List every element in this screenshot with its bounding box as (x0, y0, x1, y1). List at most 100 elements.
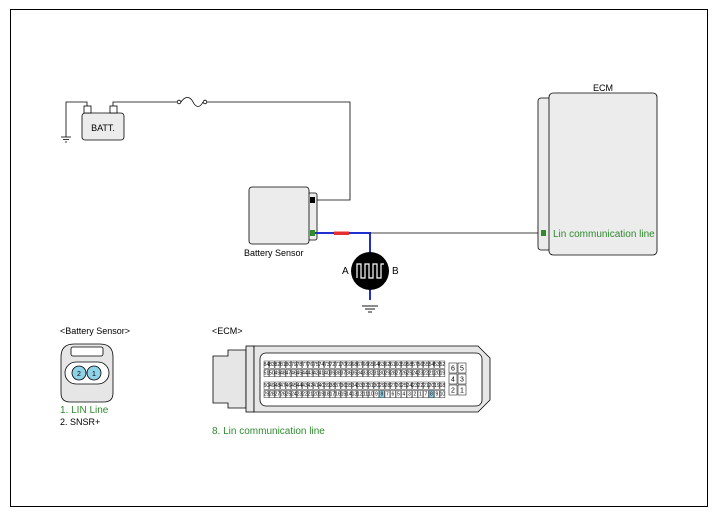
ecm-pin-label: 4 (403, 392, 406, 398)
ecm-pin-cell (390, 369, 396, 377)
ecm-pin-cell (296, 381, 303, 390)
ecm-pin-cell (329, 390, 336, 398)
ecm-pin-label: 26 (396, 383, 402, 389)
ecm-pin-cell (263, 381, 270, 390)
lin-wire-red-segment (334, 231, 349, 235)
ecm-pin-label: 43 (308, 371, 314, 377)
ecm-pin-label: 75 (313, 362, 319, 368)
battery-sensor-label: Battery Sensor (244, 248, 304, 258)
ecm-pin-label: 34 (357, 371, 363, 377)
ecm-pin-label: 55 (423, 362, 429, 368)
ecm-pin-label: 29 (264, 392, 270, 398)
fuse-icon (176, 97, 208, 107)
ecm-pin-label: 7 (425, 392, 428, 398)
ecm-pin-cell (263, 360, 270, 369)
ecm-pin-cell (318, 369, 325, 377)
ecm-pin-cell (384, 390, 391, 398)
ecm-pin-label: 58 (407, 362, 413, 368)
ecm-pin-cell (285, 381, 292, 390)
ecm-pin-label: 41 (319, 371, 325, 377)
ecm-pin-cell (335, 390, 341, 398)
ecm-pin-label: 45 (291, 383, 297, 389)
legend-ecm-pin8: 8. Lin communication line (212, 426, 325, 437)
ecm-pin-label: 69 (346, 362, 352, 368)
ecm-pin-cell (351, 360, 358, 369)
ecm-pin-cell (434, 381, 440, 390)
ecm-pin-cell (285, 360, 292, 369)
ecm-pin-label: 25 (407, 371, 413, 377)
ecm-pin-label: 43 (302, 383, 308, 389)
ecm-pin-cell (406, 369, 413, 377)
ecm-side-pin-label: 4 (451, 377, 455, 384)
ecm-pin-cell (412, 360, 418, 369)
ecm-pin-cell (379, 390, 385, 398)
ecm-pin-cell (302, 369, 308, 377)
ecm-pin-cell (329, 360, 336, 369)
ecm-pin-label: 18 (440, 383, 446, 389)
ecm-pin-label: 80 (286, 362, 292, 368)
ecm-pin-label: 20 (434, 371, 440, 377)
probe-label-a: A (342, 266, 349, 277)
ecm-pin-cell (318, 360, 325, 369)
ecm-pin-label: 27 (275, 392, 281, 398)
ecm-pin-cell (313, 381, 319, 390)
ecm-pin-label: 24 (291, 392, 297, 398)
ecm-pin-cell (291, 390, 297, 398)
ecm-pin-label: 8 (381, 392, 384, 398)
battery: BATT. (81, 105, 125, 141)
ecm-pin-cell (263, 369, 270, 377)
ecm-pin-cell (428, 369, 435, 377)
ecm-pin-label: 35 (346, 383, 352, 389)
ecm-pin-label: 19 (434, 383, 440, 389)
ecm-pin-label: 84 (264, 362, 270, 368)
ecm-pin-label: 47 (286, 371, 292, 377)
ecm-pin-cell (417, 381, 424, 390)
ecm-pin-label: 48 (280, 371, 286, 377)
ecm-pin-cell (313, 369, 319, 377)
ecm-pin-cell (357, 360, 363, 369)
ecm-pin-label: 25 (401, 383, 407, 389)
ecm-pin-label: 47 (280, 383, 286, 389)
ecm-pin-cell (280, 369, 286, 377)
ecm-pin-cell (269, 381, 275, 390)
ecm-pin-label: 66 (363, 362, 369, 368)
ecm-pin-cell (384, 360, 391, 369)
ecm-pin-cell (302, 390, 308, 398)
ecm-pin-cell (423, 381, 429, 390)
ecm-side-pin-label: 5 (460, 366, 464, 373)
ecm-pin-label: 29 (385, 371, 391, 377)
ecm-pin-label: 46 (286, 383, 292, 389)
ecm-pin-cell (428, 390, 435, 398)
ecm-side-pin-label: 6 (451, 366, 455, 373)
ecm-pin-cell (280, 381, 286, 390)
ecm-pin-cell (313, 390, 319, 398)
ecm-pin-cell (329, 369, 336, 377)
ecm-pin-cell (439, 390, 446, 398)
ecm-pin-cell (379, 360, 385, 369)
ecm-pin-cell (412, 369, 418, 377)
ecm-pin-cell (296, 360, 303, 369)
ecm-pin-label: 62 (385, 362, 391, 368)
ecm-pin-cell (307, 381, 314, 390)
ecm-pin-cell (296, 390, 303, 398)
ecm-pin-cell (362, 390, 369, 398)
batt-label: BATT. (91, 123, 115, 133)
ecm-pin-cell (269, 390, 275, 398)
ecm-pin-label: 17 (330, 392, 336, 398)
ecm-pin-cell (434, 360, 440, 369)
ecm-side-pin-cell (448, 384, 458, 396)
ecm-pin-label: 33 (363, 371, 369, 377)
ecm-pin-label: 46 (291, 371, 297, 377)
ecm-pin-cell (379, 381, 385, 390)
ecm-pin-cell (368, 390, 374, 398)
ecm-pin-cell (439, 381, 446, 390)
ecm-pin-cell (302, 381, 308, 390)
ecm-pin-cell (406, 360, 413, 369)
ecm-pin-label: 41 (313, 383, 319, 389)
ecm-pin-cell (324, 369, 330, 377)
ecm-pin-cell (439, 369, 446, 377)
ecm-pin-cell (357, 390, 363, 398)
ecm-pin-label: 49 (275, 371, 281, 377)
ecm-pin-label: 6 (392, 392, 395, 398)
